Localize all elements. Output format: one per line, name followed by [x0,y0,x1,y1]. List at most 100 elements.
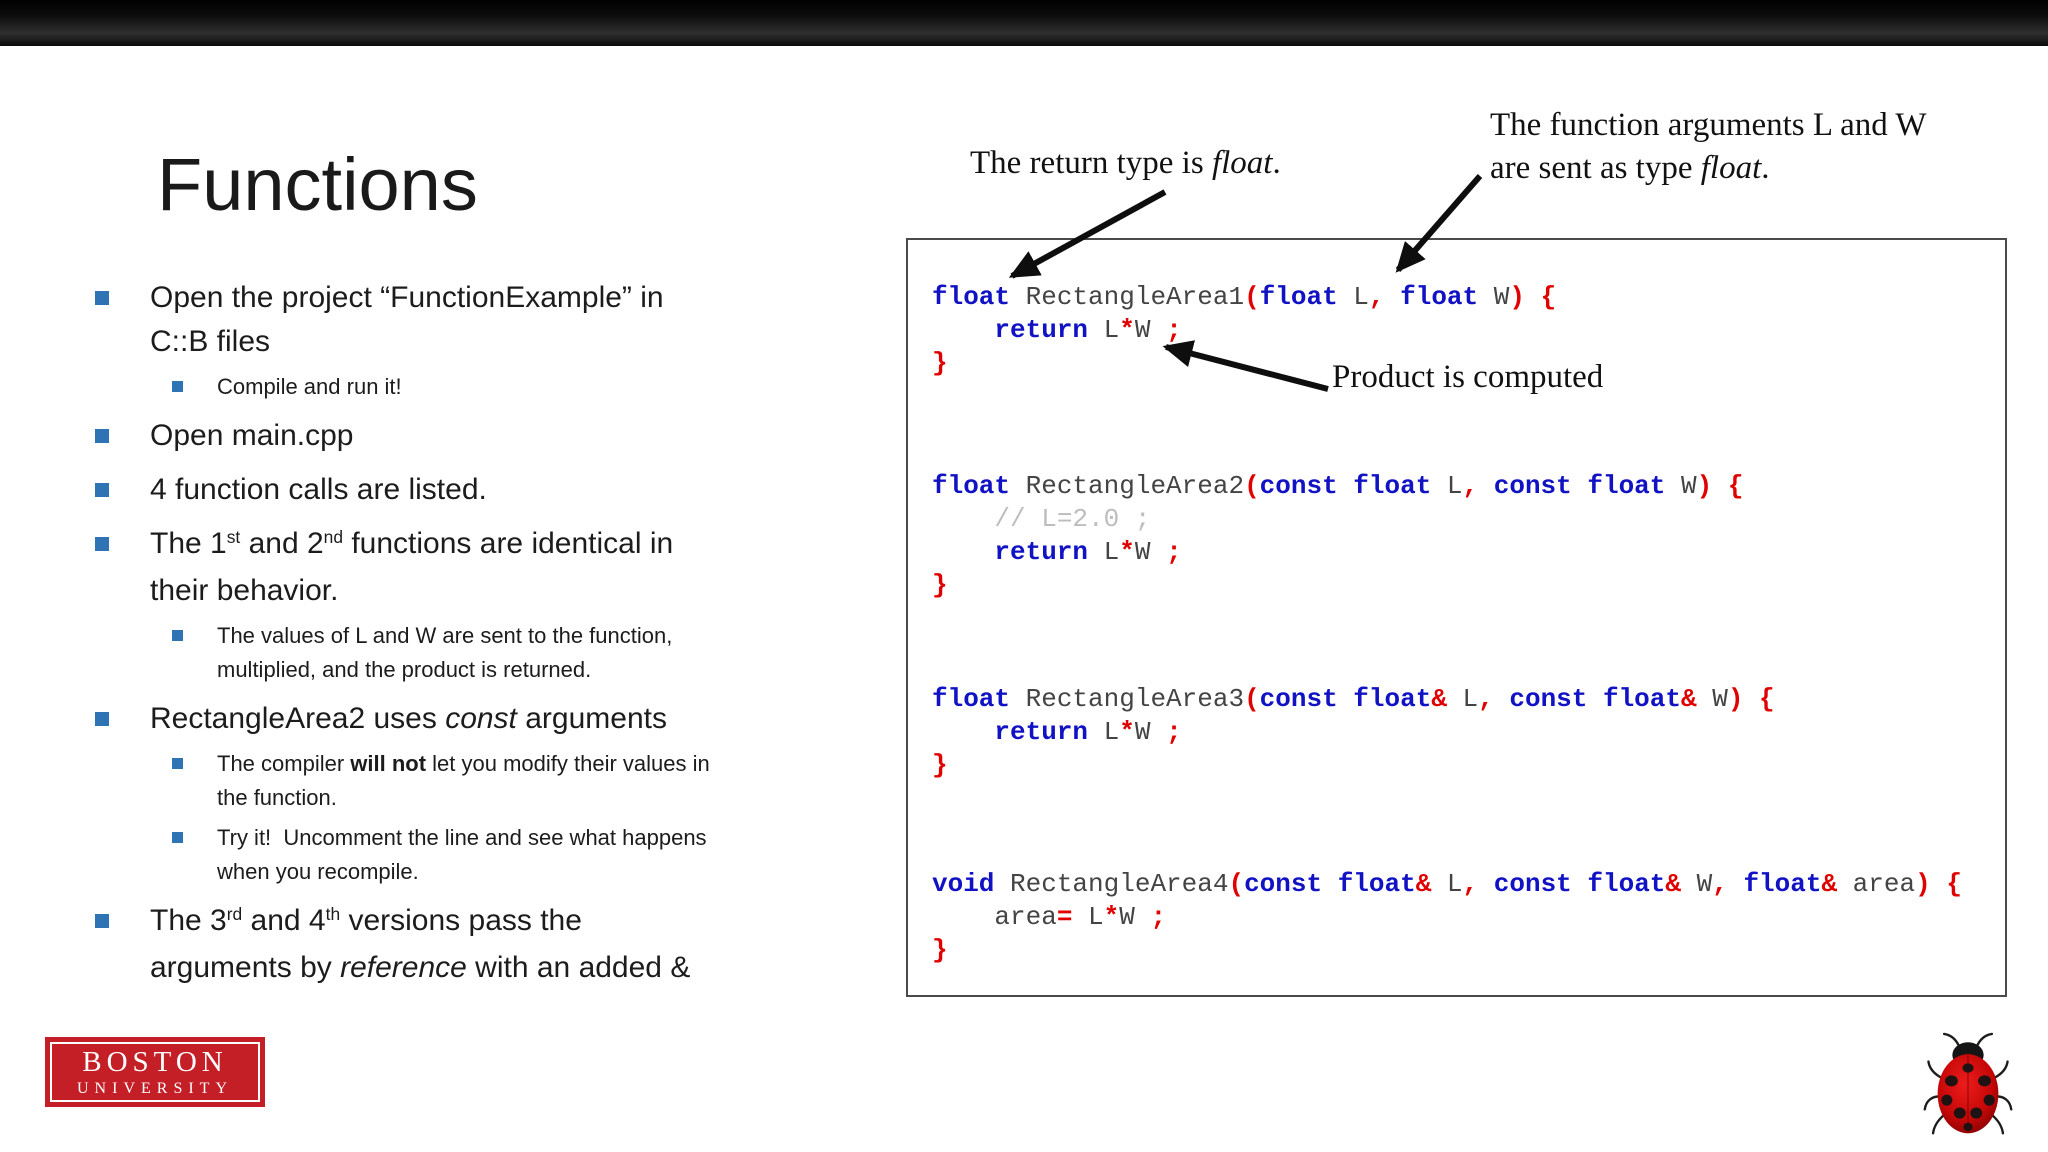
code-token [1478,471,1494,501]
code-box: float RectangleArea1(float L, float W) {… [906,238,2007,997]
code-token: , [1478,684,1494,714]
code-line: void RectangleArea4(const float& L, cons… [932,868,2005,901]
code-token: area [994,902,1057,932]
code-token: W [1134,717,1151,747]
bullet-item: RectangleArea2 uses const arguments [95,697,895,741]
bullet-marker-icon [95,429,109,443]
code-token: float [932,282,1011,312]
logo-text-university: UNIVERSITY [77,1079,233,1097]
bullet-text: The 3rd and 4th versions pass the argume… [150,899,710,990]
boston-university-logo: BOSTON UNIVERSITY [45,1037,265,1107]
code-token: L [1088,315,1120,345]
bullet-text: The values of L and W are sent to the fu… [217,619,732,687]
code-token: L [1446,684,1479,714]
code-block: float RectangleArea1(float L, float W) {… [932,281,2005,380]
text-segment: will not [350,751,427,776]
text-segment: st [226,527,241,548]
code-token: const float [1493,869,1666,899]
code-token: ; [1150,315,1182,345]
code-token: W [1119,902,1135,932]
code-token [1743,684,1759,714]
code-token: ( [1228,869,1245,899]
code-line: float RectangleArea2(const float L, cons… [932,470,2005,503]
text-segment: and 2 [240,527,324,560]
code-token: L [1088,537,1120,567]
code-token: { [1946,869,1962,899]
text-segment: . [1761,149,1770,186]
code-token: ) [1727,684,1744,714]
code-token: const float [1259,471,1432,501]
text-segment: functions are identical in their behavio… [150,527,682,607]
code-token: , [1462,471,1479,501]
code-token: , [1462,869,1479,899]
code-token: RectangleArea2 [1010,471,1245,501]
text-segment: The function arguments L and W are sent … [1490,107,1926,186]
code-token: W [1134,537,1151,567]
code-token: L [1431,471,1463,501]
code-token: ; [1134,902,1167,932]
code-line: float RectangleArea3(const float& L, con… [932,683,2005,716]
code-token: } [932,570,948,600]
bullet-item: Compile and run it! [95,370,895,404]
code-token: L [1337,282,1369,312]
code-token: W [1134,315,1151,345]
code-token: & [1821,869,1838,899]
page-title: Functions [157,143,478,226]
code-token: ) [1696,471,1713,501]
code-token: area [1837,869,1916,899]
bullet-marker-icon [95,712,109,726]
code-token [932,315,994,345]
code-line: } [932,934,2005,967]
code-token: * [1119,717,1135,747]
text-segment: 4 function calls are listed. [150,473,487,506]
code-token: & [1665,869,1682,899]
code-token: L [1431,869,1463,899]
text-segment: The compiler [217,751,351,776]
bullet-text: Open the project “FunctionExample” in C:… [150,276,710,364]
code-token: float [932,471,1011,501]
annotation-arguments: The function arguments L and W are sent … [1490,104,1930,190]
code-line: return L*W ; [932,314,2005,347]
code-token: ) [1915,869,1931,899]
text-segment: The 3 [150,904,227,937]
code-line: } [932,749,2005,782]
bullet-marker-icon [95,483,109,497]
code-token: = [1056,902,1073,932]
logo-text-boston: BOSTON [82,1045,228,1078]
code-token: void [932,869,995,899]
code-block: float RectangleArea2(const float L, cons… [932,470,2005,602]
code-token: float [1259,282,1338,312]
bullet-marker-icon [172,381,183,392]
bullet-text: The 1st and 2nd functions are identical … [150,522,710,613]
code-token: RectangleArea4 [994,869,1229,899]
top-black-bar [0,0,2048,46]
code-token: return [994,717,1089,747]
bullet-item: The compiler will not let you modify the… [95,747,895,815]
code-token: RectangleArea1 [1010,282,1245,312]
bullet-item: The 3rd and 4th versions pass the argume… [95,899,895,990]
code-token [932,902,994,932]
code-token: float [1743,869,1822,899]
code-block: float RectangleArea3(const float& L, con… [932,683,2005,782]
bullet-item: 4 function calls are listed. [95,468,895,512]
code-token: { [1759,684,1775,714]
code-token: ; [1150,717,1182,747]
code-token: & [1415,869,1432,899]
code-token: L [1072,902,1104,932]
code-token: ( [1244,282,1260,312]
text-segment: versions pass the arguments by [150,904,591,984]
text-segment: Open main.cpp [150,419,354,452]
text-segment: rd [226,904,243,925]
code-token: float [1400,282,1479,312]
code-line: } [932,347,2005,380]
code-token: const float [1259,684,1432,714]
code-token: // L=2.0 ; [994,504,1151,534]
code-token: RectangleArea3 [1010,684,1245,714]
text-segment: nd [323,527,344,548]
bullet-text: Try it! Uncomment the line and see what … [217,821,732,889]
code-token [1931,869,1947,899]
code-token: * [1103,902,1120,932]
text-segment: float [1211,145,1273,181]
boston-university-logo-inner: BOSTON UNIVERSITY [50,1042,260,1102]
text-segment: The values of L and W are sent to the fu… [217,623,679,682]
